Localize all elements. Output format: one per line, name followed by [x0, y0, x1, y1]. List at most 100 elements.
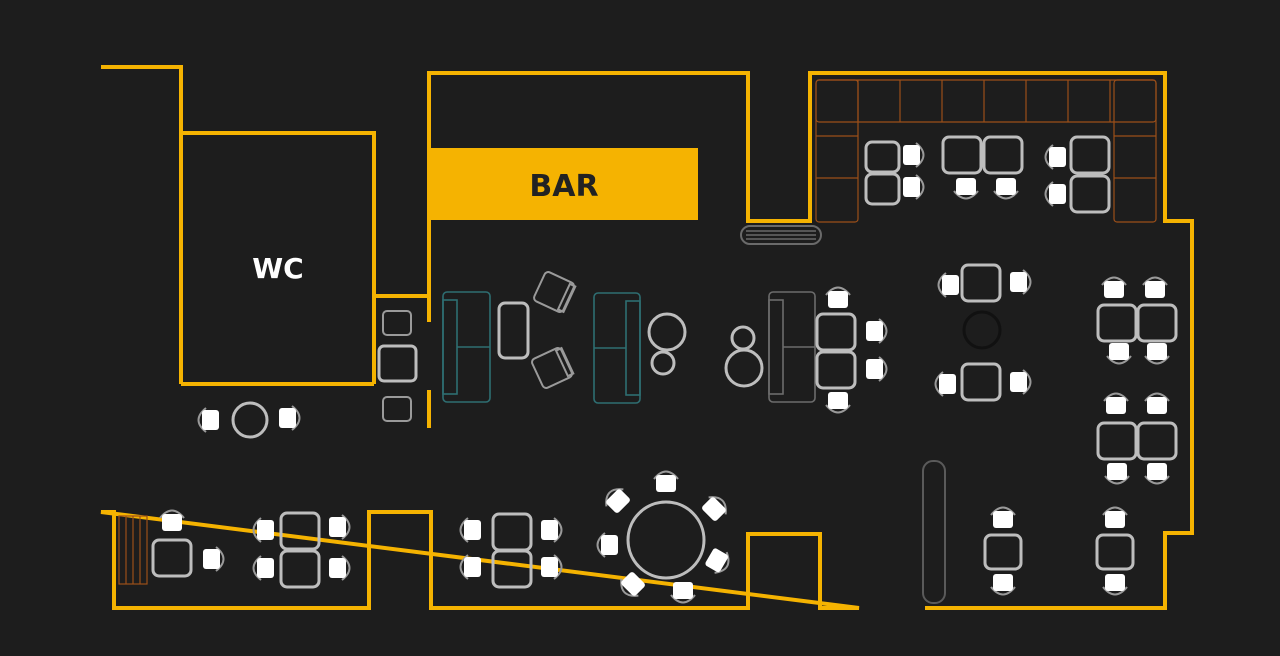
chair[interactable]: [1144, 463, 1170, 485]
table[interactable]: [491, 549, 533, 589]
chair[interactable]: [699, 492, 730, 523]
chair[interactable]: [601, 484, 632, 515]
chair[interactable]: [1103, 392, 1129, 415]
chair[interactable]: [329, 555, 351, 581]
chair-back: [197, 407, 207, 433]
chair[interactable]: [329, 514, 351, 540]
chair[interactable]: [866, 356, 888, 382]
table[interactable]: [960, 263, 1002, 303]
table[interactable]: [983, 533, 1023, 571]
round-table-small[interactable]: [647, 312, 687, 352]
chair-back: [1144, 392, 1170, 402]
chair[interactable]: [541, 517, 563, 543]
chair-back: [653, 470, 679, 480]
chair[interactable]: [1102, 506, 1128, 529]
chair[interactable]: [866, 318, 888, 344]
chair[interactable]: [1144, 343, 1170, 365]
chair-seat: [656, 475, 676, 492]
furniture: [151, 135, 1178, 604]
chair-seat: [956, 178, 976, 195]
chair[interactable]: [382, 396, 412, 422]
table[interactable]: [1095, 533, 1135, 571]
chair[interactable]: [1142, 276, 1168, 299]
table[interactable]: [279, 549, 321, 589]
table[interactable]: [1096, 421, 1138, 461]
chair[interactable]: [382, 310, 412, 336]
coffee-table[interactable]: [497, 301, 530, 360]
chair[interactable]: [1106, 343, 1132, 365]
side-table[interactable]: [377, 344, 418, 383]
chair[interactable]: [903, 174, 925, 200]
table[interactable]: [279, 511, 321, 551]
chair[interactable]: [937, 272, 960, 298]
bar-counter[interactable]: BAR: [431, 148, 698, 220]
chair-back: [937, 272, 947, 298]
chair[interactable]: [159, 509, 185, 532]
chair-seat: [464, 520, 481, 540]
chair[interactable]: [197, 407, 220, 433]
chair[interactable]: [1044, 181, 1067, 207]
chair-seat: [942, 275, 959, 295]
chair[interactable]: [825, 286, 851, 309]
round-table[interactable]: [626, 500, 706, 580]
chair[interactable]: [990, 574, 1016, 596]
table[interactable]: [941, 135, 983, 175]
chair-seat: [1105, 574, 1125, 591]
chair[interactable]: [459, 517, 482, 543]
chair[interactable]: [541, 554, 563, 580]
round-table[interactable]: [231, 401, 269, 439]
chair[interactable]: [459, 554, 482, 580]
chair-back: [252, 555, 262, 581]
chair-back: [1101, 276, 1127, 286]
chair-back: [1144, 355, 1170, 365]
table[interactable]: [864, 140, 901, 174]
table[interactable]: [960, 362, 1002, 402]
chair[interactable]: [934, 371, 957, 397]
table[interactable]: [1069, 135, 1111, 175]
chair[interactable]: [993, 178, 1019, 200]
chair[interactable]: [670, 582, 696, 604]
round-table-small[interactable]: [724, 348, 764, 388]
chair-back: [605, 488, 624, 507]
table[interactable]: [815, 350, 857, 390]
chair[interactable]: [990, 506, 1016, 529]
chair[interactable]: [1144, 392, 1170, 415]
chair[interactable]: [252, 517, 275, 543]
lounge-chair[interactable]: [531, 346, 575, 389]
outer-wall-left: [101, 65, 1194, 610]
lounge-chair[interactable]: [533, 271, 577, 314]
bench-left: [815, 79, 859, 223]
table[interactable]: [1069, 174, 1111, 214]
chair[interactable]: [653, 470, 679, 493]
chair-back: [670, 594, 696, 604]
chair-seat: [279, 408, 296, 428]
chair[interactable]: [1104, 463, 1130, 485]
chair[interactable]: [616, 569, 647, 600]
chair[interactable]: [703, 546, 733, 577]
table[interactable]: [151, 538, 193, 578]
shelf-bottom-left: [118, 515, 148, 585]
table[interactable]: [1136, 303, 1178, 343]
chair-seat: [939, 374, 956, 394]
table[interactable]: [1136, 421, 1178, 461]
table[interactable]: [815, 312, 857, 352]
chair[interactable]: [252, 555, 275, 581]
table[interactable]: [1096, 303, 1138, 343]
wc-room[interactable]: WC: [252, 252, 303, 285]
chair[interactable]: [596, 532, 619, 558]
chair[interactable]: [953, 178, 979, 200]
chair[interactable]: [1101, 276, 1127, 299]
table[interactable]: [864, 172, 901, 206]
chair[interactable]: [1102, 574, 1128, 596]
chair[interactable]: [1044, 144, 1067, 170]
chair[interactable]: [825, 392, 851, 414]
chair[interactable]: [203, 546, 225, 572]
table[interactable]: [982, 135, 1024, 175]
chair[interactable]: [1010, 369, 1032, 395]
chair-back: [915, 142, 925, 168]
chair[interactable]: [903, 142, 925, 168]
chair[interactable]: [279, 405, 301, 431]
round-table-tiny[interactable]: [650, 350, 676, 376]
chair[interactable]: [1010, 269, 1032, 295]
